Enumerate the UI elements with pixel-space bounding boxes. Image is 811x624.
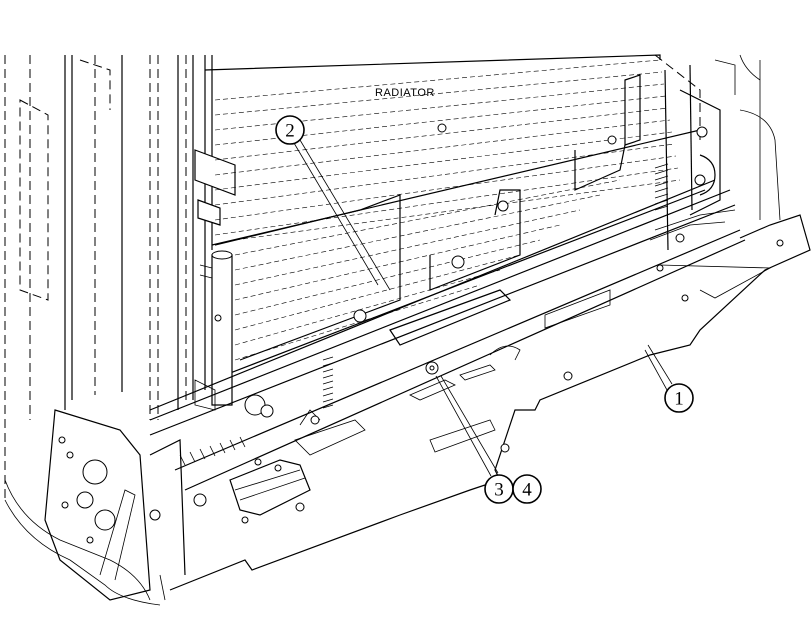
callout-2: 2 bbox=[275, 115, 305, 145]
radiator-core bbox=[204, 54, 706, 381]
right-bracket-assembly bbox=[624, 54, 781, 251]
base-plate bbox=[169, 214, 811, 591]
svg-text:4: 4 bbox=[522, 480, 532, 501]
left-lower-bracket bbox=[44, 409, 186, 601]
callout-4: 4 bbox=[512, 474, 542, 504]
callout-3: 3 bbox=[484, 474, 514, 504]
callout-1: 1 bbox=[664, 383, 694, 413]
radiator-label: RADIATOR bbox=[375, 87, 435, 99]
svg-text:1: 1 bbox=[674, 389, 684, 410]
svg-text:3: 3 bbox=[494, 480, 504, 501]
lower-crossmember bbox=[149, 179, 746, 491]
left-tank-tube bbox=[194, 250, 233, 411]
lower-clamp bbox=[193, 394, 311, 516]
leader-lines bbox=[293, 139, 673, 477]
left-vertical-rails bbox=[149, 55, 236, 420]
left-frame-panel bbox=[4, 55, 161, 606]
center-spring bbox=[322, 356, 334, 409]
radiator-fins bbox=[214, 59, 681, 361]
svg-text:2: 2 bbox=[285, 121, 295, 142]
